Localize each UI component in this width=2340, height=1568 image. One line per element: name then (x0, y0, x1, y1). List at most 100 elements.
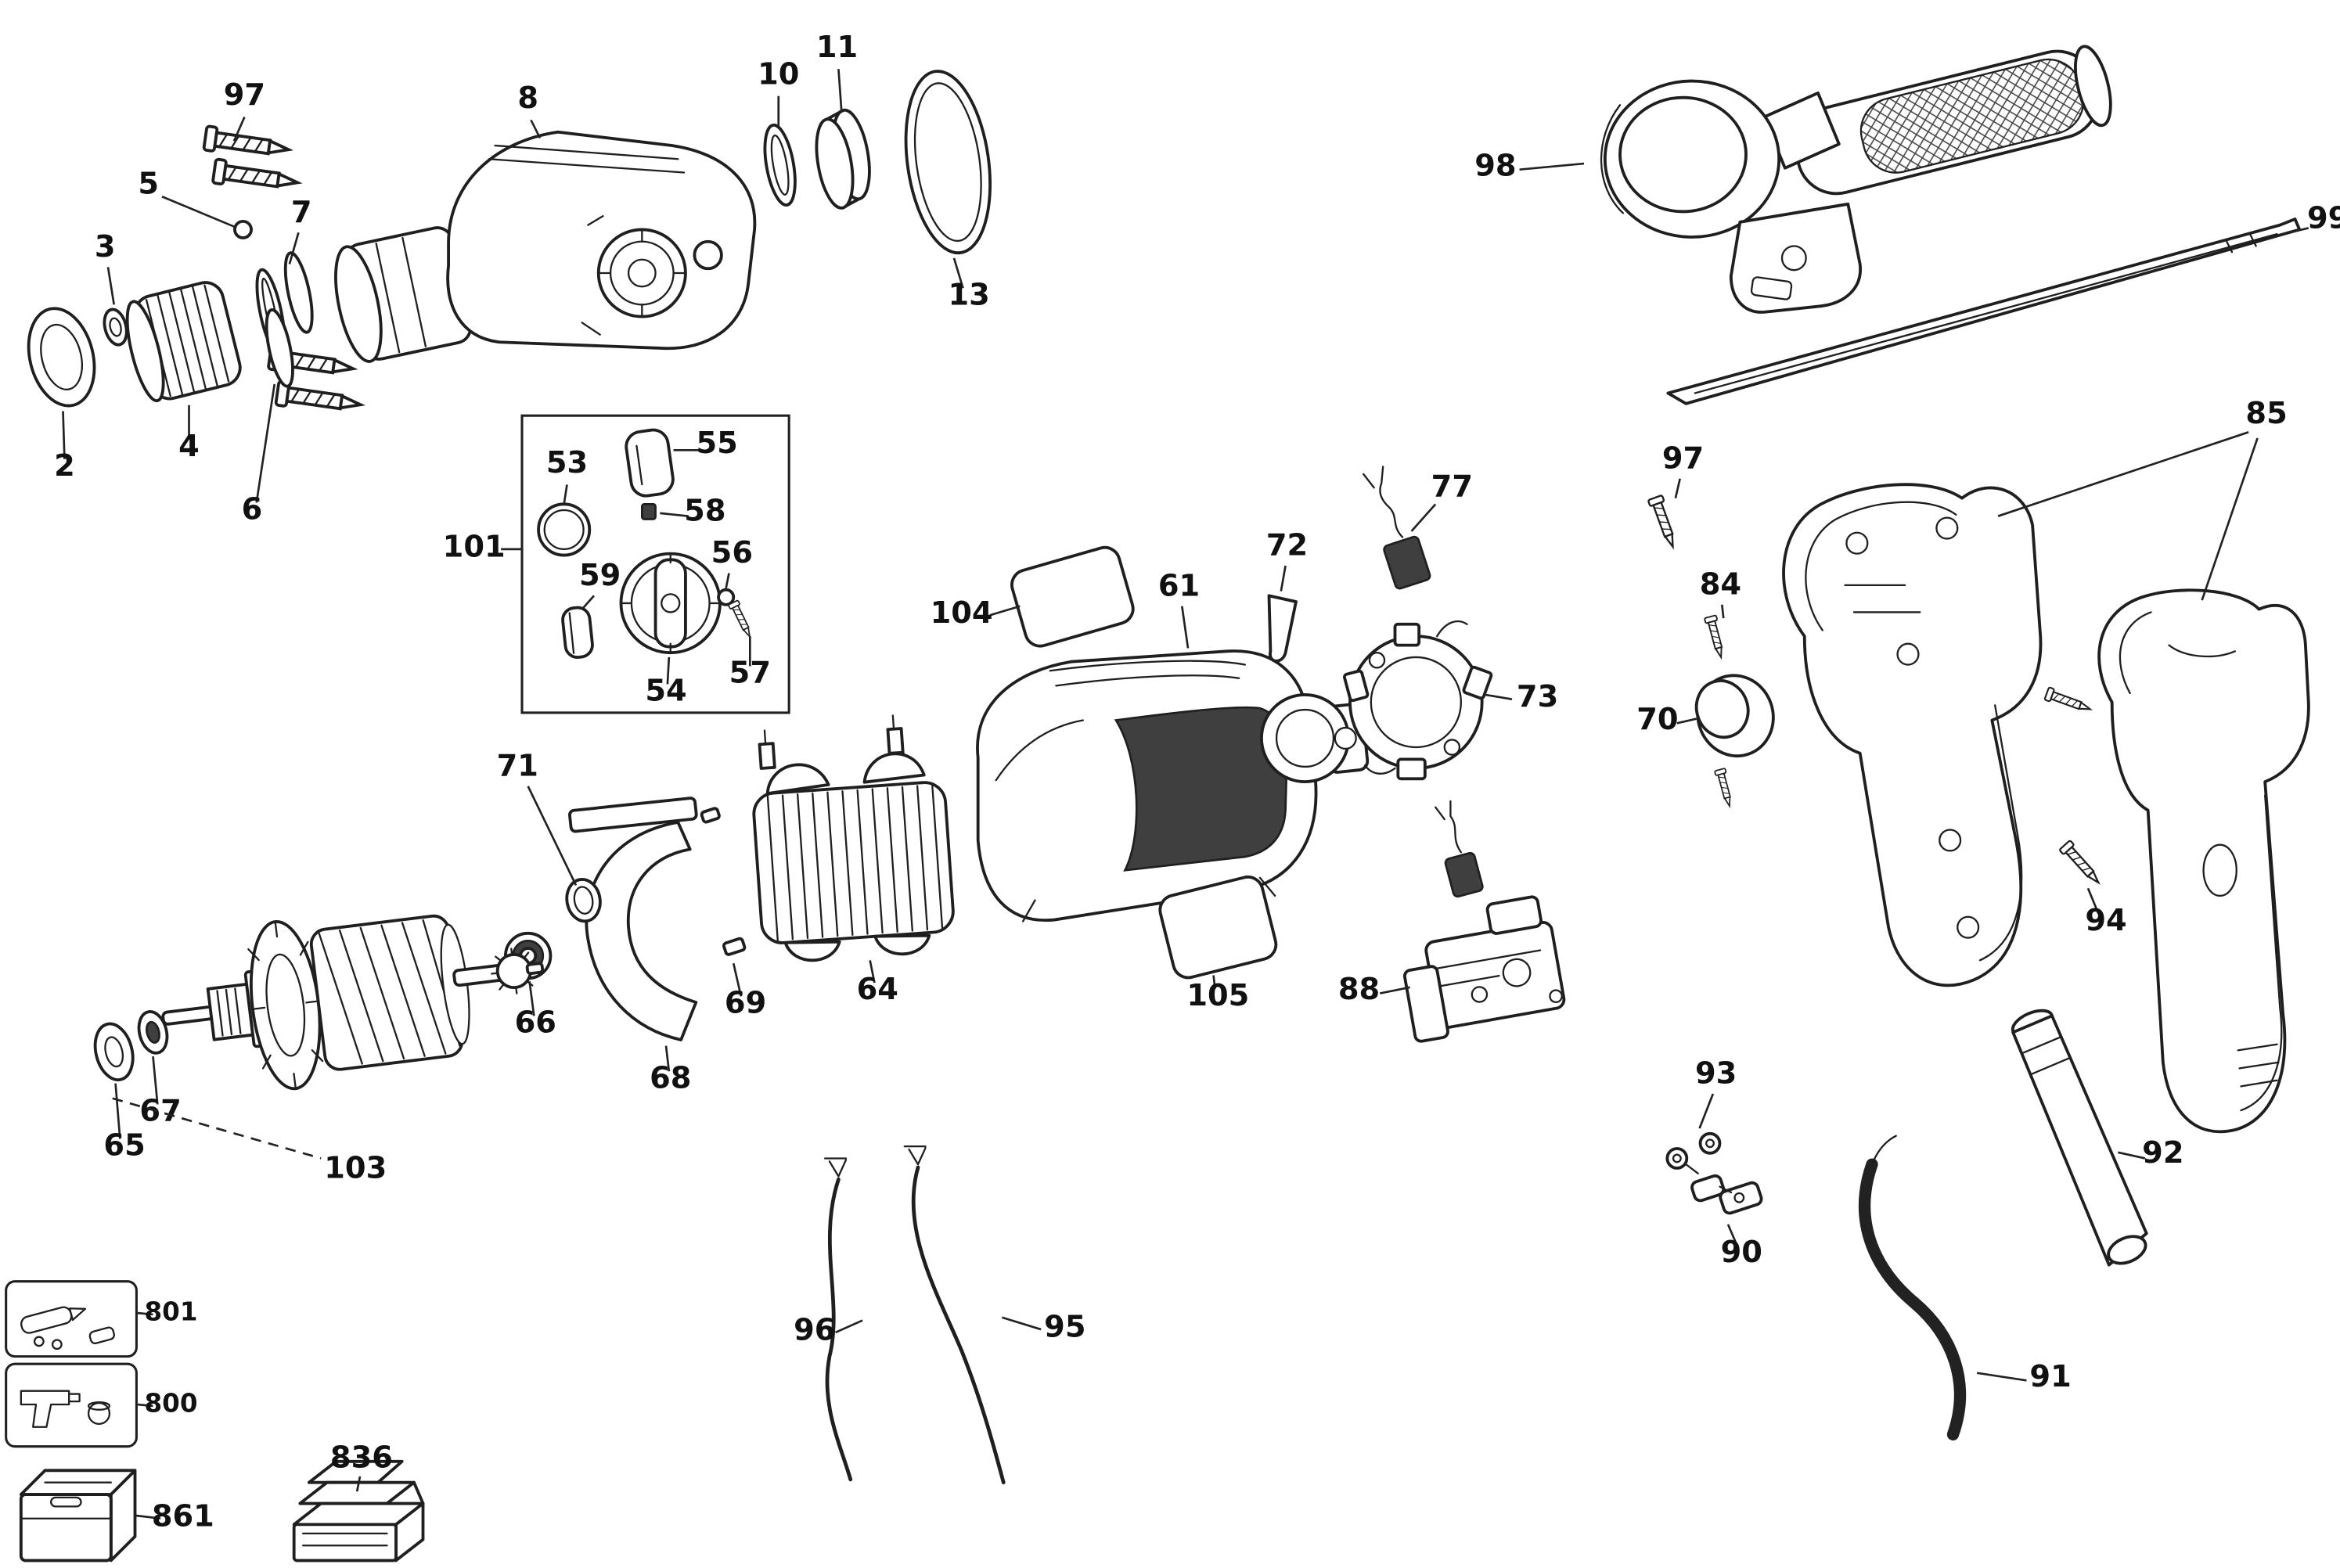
part-103-armature-shape-7 (309, 914, 464, 1071)
part-5-ball (233, 219, 253, 239)
part-64-field-stator-shape-2 (758, 742, 776, 770)
callout-13: 13 (949, 277, 990, 312)
leader-85-1 (2201, 437, 2259, 601)
part-861-kit-box (19, 1469, 137, 1563)
callout-836: 836 (330, 1440, 393, 1476)
part-70-knob (1694, 674, 1775, 758)
part-56-ball-shape-0 (717, 588, 736, 606)
part-97-screws-top-shape-1 (211, 157, 301, 196)
part-8-gearcase-shape-5 (488, 144, 686, 174)
part-58-contact-shape-0 (640, 503, 657, 520)
part-92-grip-sleeve-shape-2 (2021, 1035, 2072, 1076)
callout-5: 5 (138, 166, 159, 201)
part-88-switch-shape-1 (1402, 965, 1449, 1043)
leader-73 (1485, 693, 1513, 700)
callout-10: 10 (758, 56, 799, 92)
carbon-brush-icon (1435, 800, 1484, 898)
leader-96 (835, 1319, 863, 1334)
leader-53 (563, 484, 568, 505)
leader-861 (135, 1514, 161, 1520)
accessory-box-801-shape-0 (5, 1280, 138, 1358)
part-77-carbon-brush (1363, 466, 1431, 590)
part-5-ball-shape-0 (233, 219, 253, 239)
callout-91: 91 (2029, 1359, 2071, 1394)
part-65-washer (93, 1022, 135, 1082)
part-54-mode-dial-shape-3 (661, 593, 681, 613)
part-73-brush-holder-shape-7 (1443, 739, 1461, 756)
part-11-sleeve (815, 108, 871, 210)
callout-105: 105 (1186, 978, 1249, 1013)
part-64-field-stator-shape-4 (763, 714, 895, 746)
part-97-screw-right (1647, 494, 1681, 551)
leader-13 (952, 257, 964, 289)
part-59-cylinder (561, 606, 594, 659)
part-69-keys-shape-1 (700, 807, 721, 824)
part-836-stacking-case-shape-5 (292, 1523, 398, 1563)
callout-96: 96 (794, 1312, 835, 1347)
part-103-armature-shape-13 (525, 962, 545, 976)
carbon-brush-icon-shape-1 (1435, 800, 1462, 854)
leader-93 (1698, 1093, 1715, 1129)
part-8-gearcase-shape-9 (597, 228, 687, 318)
part-104-label-plate-shape-0 (1010, 545, 1135, 648)
leader-65 (114, 1083, 121, 1139)
callout-95: 95 (1044, 1310, 1085, 1345)
leader-85 (1997, 431, 2249, 517)
callout-101: 101 (443, 529, 506, 564)
leader-97-right (1674, 478, 1681, 498)
part-73-brush-holder-shape-5 (1343, 669, 1370, 703)
part-8-gearcase-shape-0 (334, 226, 473, 363)
part-8-gearcase-shape-3 (334, 245, 383, 363)
callout-55: 55 (697, 426, 738, 461)
leader-70 (1676, 717, 1697, 725)
part-96-wire-shape-1 (824, 1157, 848, 1178)
part-85-housing-left (1782, 483, 2043, 987)
part-68-baffle-shape-1 (585, 820, 698, 1041)
part-96-wire (824, 1157, 853, 1482)
part-97-screw-right-shape-0 (1647, 494, 1681, 551)
accessory-box-801-shape-1 (20, 1306, 87, 1334)
part-92-grip-sleeve-shape-3 (2107, 1235, 2147, 1265)
part-99-depth-rod (1666, 218, 2302, 405)
part-85-housing-left-shape-6 (1957, 915, 1980, 939)
callout-3: 3 (95, 229, 116, 264)
callout-59: 59 (579, 558, 621, 593)
callout-53: 53 (546, 445, 588, 480)
callout-67: 67 (139, 1094, 181, 1129)
callout-94: 94 (2085, 903, 2126, 938)
leader-800 (136, 1403, 153, 1408)
leader-77 (1410, 503, 1437, 532)
leader-105 (1212, 975, 1216, 989)
leader-56 (725, 573, 730, 589)
part-90-cord-clamp-shape-3 (1719, 1185, 1733, 1194)
callout-99: 99 (2307, 200, 2340, 236)
callout-56: 56 (711, 535, 753, 570)
part-88-switch-shape-5 (1435, 949, 1542, 987)
callout-90: 90 (1721, 1235, 1762, 1270)
part-93-terminals (1665, 1131, 1722, 1174)
callout-65: 65 (103, 1128, 145, 1163)
part-84-screws-shape-0 (1703, 614, 1728, 660)
part-61-motor-housing-shape-5 (1275, 708, 1335, 768)
callout-93: 93 (1695, 1056, 1737, 1091)
part-97-screws-top-shape-0 (202, 124, 292, 164)
accessory-box-801-shape-5 (33, 1336, 45, 1347)
callout-97-right: 97 (1662, 441, 1704, 476)
part-104-label-plate (1010, 545, 1135, 648)
leader-2 (62, 411, 66, 459)
part-64-field-stator-shape-6 (766, 784, 944, 941)
callout-71: 71 (497, 748, 538, 783)
part-88-switch-shape-3 (1502, 958, 1532, 987)
part-98-side-handle-shape-10 (1750, 276, 1793, 300)
part-56-ball (717, 588, 736, 606)
part-73-brush-holder-shape-1 (1370, 656, 1462, 749)
part-98-side-handle-shape-7 (1600, 104, 1624, 214)
part-90-cord-clamp (1690, 1174, 1763, 1215)
part-4-boot-shape-2 (125, 300, 165, 403)
part-69-keys (700, 807, 747, 956)
leader-66 (528, 981, 535, 1016)
part-53-o-ring-shape-1 (543, 509, 585, 551)
callout-7: 7 (291, 195, 312, 230)
part-55-button-shape-1 (635, 444, 643, 486)
leader-84 (1720, 604, 1725, 619)
